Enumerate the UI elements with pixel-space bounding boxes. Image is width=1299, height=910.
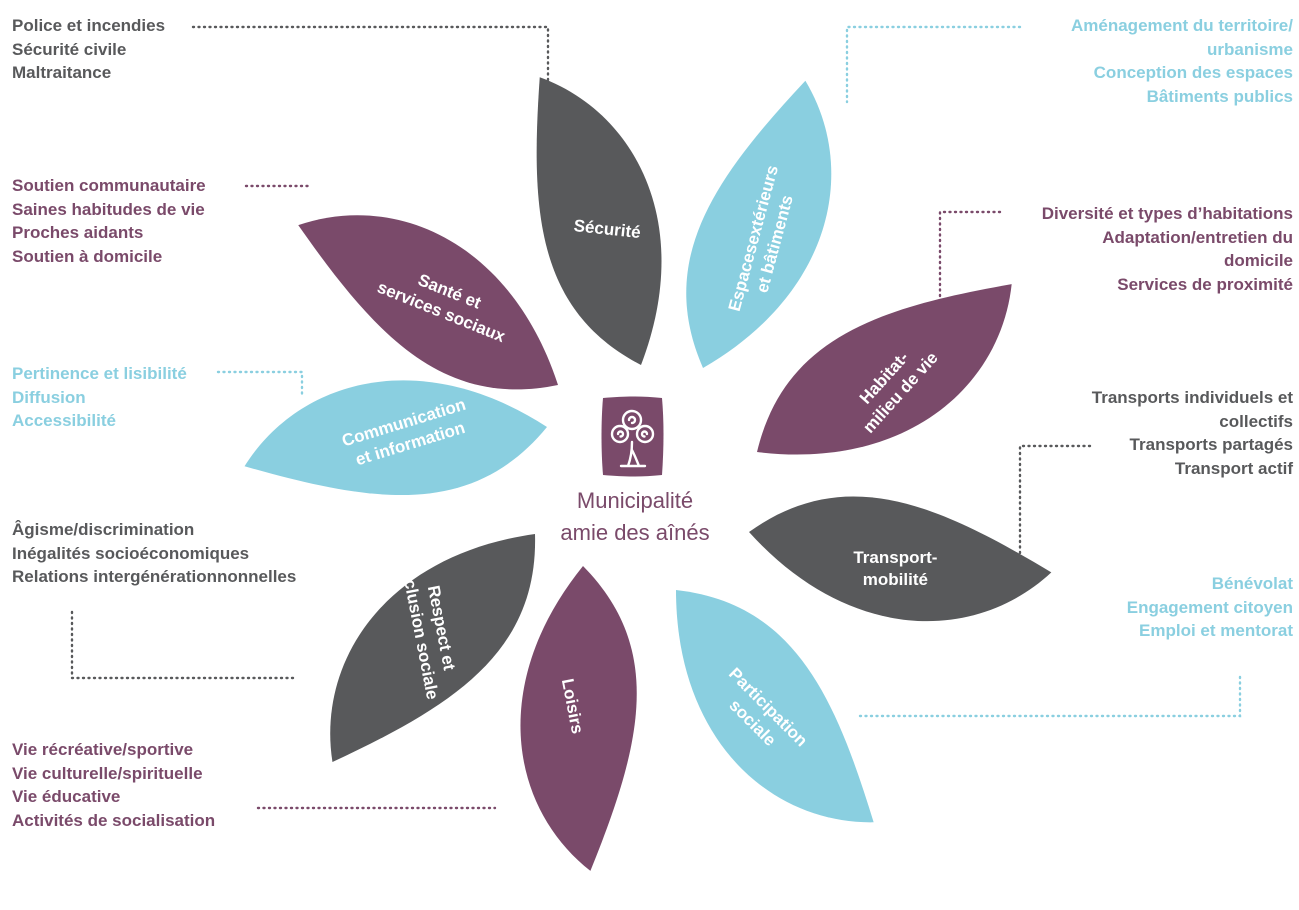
label-respect: Âgisme/discrimination Inégalités socioéc… (12, 518, 296, 589)
label-item: urbanisme (1207, 39, 1293, 59)
label-item: Soutien communautaire (12, 176, 206, 195)
label-item: Accessibilité (12, 411, 116, 430)
label-item: Inégalités socioéconomiques (12, 543, 250, 563)
petal-participation: Participation sociale (676, 590, 874, 823)
label-item: Pertinence et lisibilité (12, 364, 187, 383)
connector-communication (216, 370, 304, 397)
petal-espaces: Espacesextérieurs et bâtiments (686, 80, 832, 368)
label-item: Vie culturelle/spirituelle (12, 763, 203, 783)
label-item: Sécurité civile (12, 39, 127, 59)
label-loisirs: Vie récréative/sportive Vie culturelle/s… (12, 738, 215, 832)
label-item: Transports individuels et (1091, 388, 1293, 407)
label-item: Transport actif (1174, 458, 1293, 478)
label-item: Engagement citoyen (1126, 597, 1293, 617)
label-item: Services de proximité (1117, 274, 1293, 294)
label-item: Activités de socialisation (12, 810, 216, 830)
label-item: Vie éducative (12, 787, 121, 806)
label-item: domicile (1224, 251, 1293, 270)
label-communication: Pertinence et lisibilité Diffusion Acces… (12, 362, 187, 433)
label-transport: Transports individuels et collectifs Tra… (1092, 386, 1293, 480)
label-item: collectifs (1219, 411, 1293, 431)
label-habitat: Diversité et types d’habitations Adaptat… (1042, 202, 1293, 296)
label-espaces: Aménagement du territoire/ urbanisme Con… (1071, 14, 1293, 108)
petal-transport-label1: Transport- (853, 548, 937, 567)
tree-logo-icon (601, 396, 664, 477)
connector-habitat (938, 210, 1002, 300)
label-item: Vie récréative/sportive (12, 740, 194, 759)
petal-transport-label2: mobilité (863, 570, 928, 589)
label-item: Transports partagés (1129, 435, 1293, 454)
label-item: Police et incendies (12, 16, 166, 35)
label-item: Relations intergénérationnonnelles (12, 567, 297, 586)
connector-respect (70, 610, 298, 680)
label-item: Maltraitance (12, 63, 112, 82)
label-item: Aménagement du territoire/ (1071, 16, 1293, 35)
petal-securite: Sécurité (536, 77, 662, 365)
label-item: Adaptation/entretien du (1102, 227, 1293, 247)
label-item: Diversité et types d’habitations (1041, 204, 1293, 223)
label-item: Âgisme/discrimination (12, 520, 195, 539)
label-item: Bénévolat (1211, 574, 1293, 593)
petal-respect: Respect et inclusion sociale (330, 534, 536, 763)
petal-transport: Transport- mobilité (749, 496, 1052, 622)
center-title-line2: amie des aînés (560, 520, 709, 545)
label-securite: Police et incendies Sécurité civile Malt… (12, 14, 165, 85)
label-item: Emploi et mentorat (1139, 621, 1293, 640)
connector-transport (1018, 444, 1092, 577)
petal-sante: Santé et services sociaux (298, 215, 558, 390)
petal-communication: Communication et information (244, 380, 547, 495)
label-item: Diffusion (12, 387, 86, 407)
label-participation: Bénévolat Engagement citoyen Emploi et m… (1127, 572, 1293, 643)
petal-loisirs: Loisirs (520, 566, 637, 871)
label-item: Conception des espaces (1093, 63, 1293, 82)
connector-securite (191, 25, 550, 90)
label-item: Proches aidants (12, 223, 144, 242)
label-sante: Soutien communautaire Saines habitudes d… (12, 174, 206, 268)
connector-espaces (845, 25, 1022, 104)
label-item: Soutien à domicile (12, 246, 163, 266)
center-title-line1: Municipalité (577, 488, 693, 513)
label-item: Saines habitudes de vie (12, 199, 205, 219)
label-item: Bâtiments publics (1146, 86, 1293, 106)
connector-participation (858, 675, 1242, 718)
